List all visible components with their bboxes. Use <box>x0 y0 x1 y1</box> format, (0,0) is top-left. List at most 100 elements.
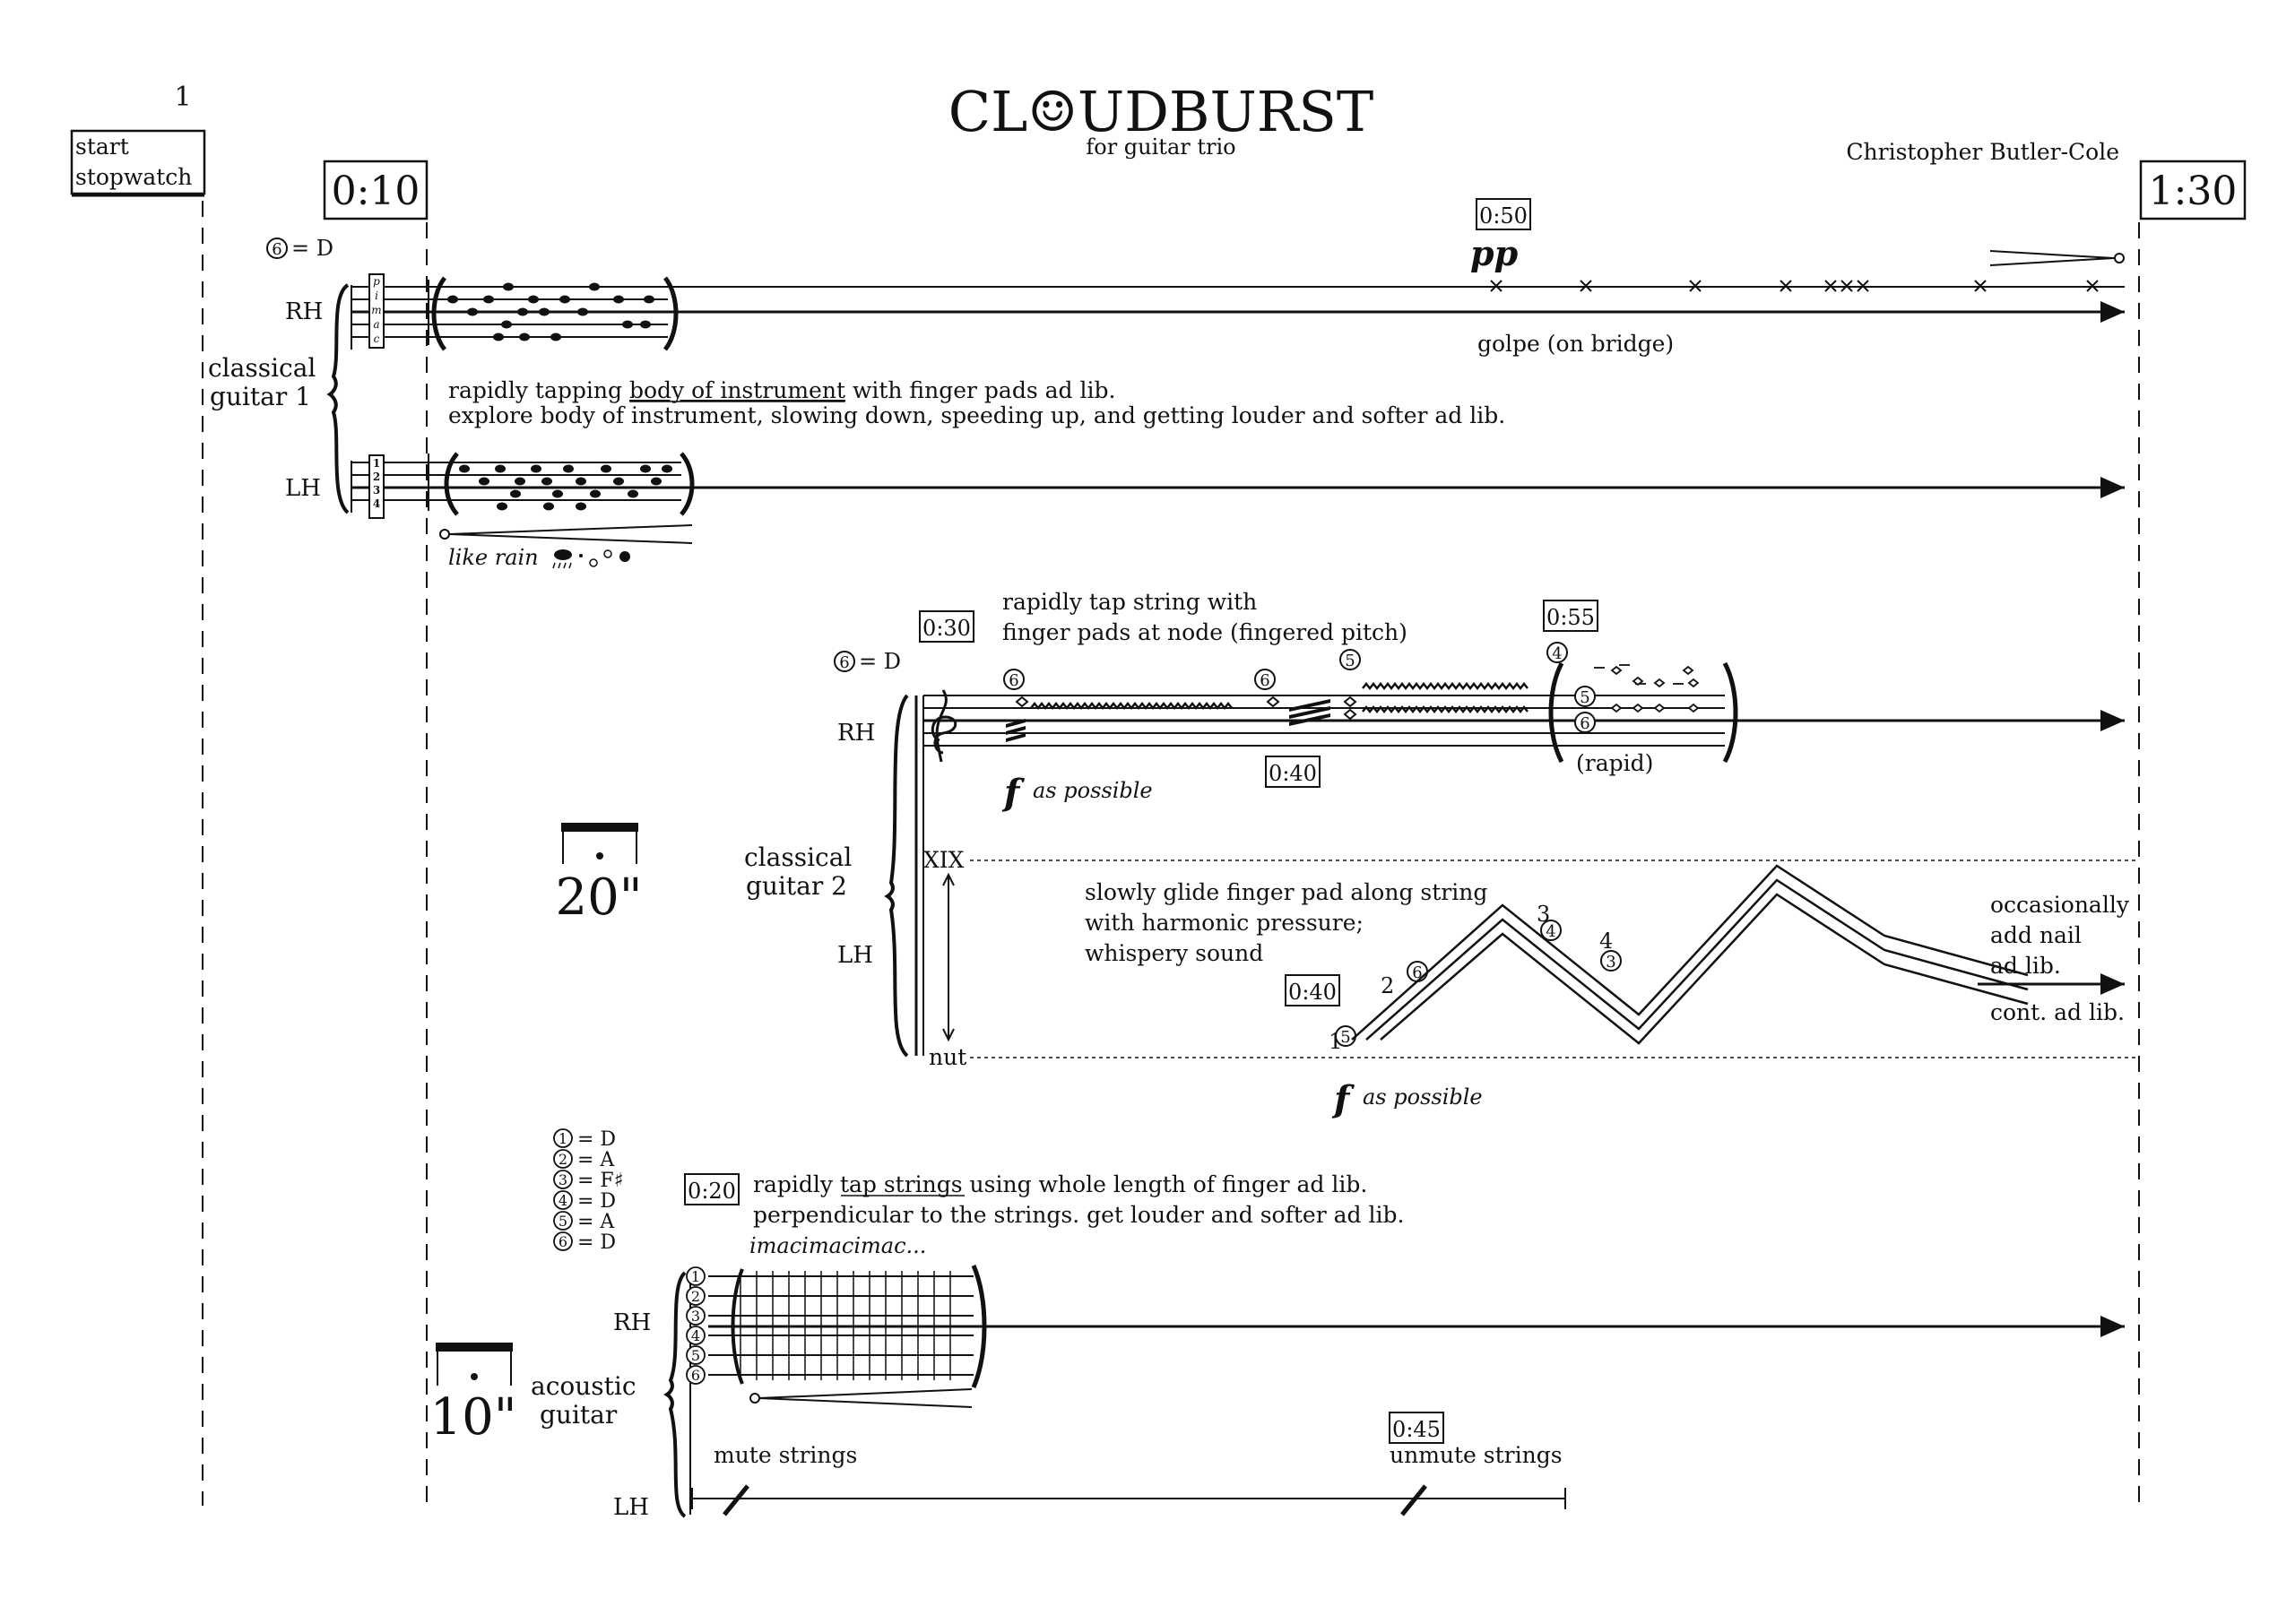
finger-3: 3 <box>1537 902 1550 927</box>
guitar2-name-line1: classical <box>744 842 852 872</box>
finger-4: 4 <box>1599 929 1613 954</box>
string-circle-number: 5 <box>1345 652 1355 670</box>
bracket-open-g2 <box>1548 661 1564 764</box>
guitar1-name-line1: classical <box>208 353 316 383</box>
tuning-note: = F♯ <box>577 1170 623 1192</box>
occasionally-line-2: add nail <box>1990 922 2082 948</box>
guitar1-lh-notes <box>459 464 672 511</box>
time-box-0-50: 0:50 <box>1476 198 1531 230</box>
rh-finger-letter: a <box>373 318 379 331</box>
tuning-note: = D <box>291 236 333 261</box>
time-0-20-text: 0:20 <box>688 1179 736 1204</box>
acoustic-lh-label: LH <box>613 1494 649 1521</box>
acoustic-string-circle <box>686 1306 706 1326</box>
time-end-text: 1:30 <box>2149 168 2238 214</box>
tuning-guitar-1: 6 = D <box>266 236 333 261</box>
crescendo-hairpin-acoustic <box>749 1388 973 1408</box>
rh-finger-letter: m <box>371 304 381 316</box>
acoustic-name-line2: guitar <box>540 1400 618 1430</box>
acoustic-string-number: 5 <box>691 1347 700 1364</box>
time-0-50-text: 0:50 <box>1479 203 1528 229</box>
dynamic-f-as-possible-lh: f as possible <box>1331 1078 1483 1120</box>
trill-lines <box>1030 681 1529 714</box>
tuning-circle <box>553 1149 573 1169</box>
trill-line <box>1362 681 1529 691</box>
occasionally-line-3: ad lib. <box>1990 953 2061 979</box>
tuning-string-number: 3 <box>559 1171 567 1188</box>
tuning-guitar-2: 6 = D <box>834 649 901 674</box>
guitar1-rh-label: RH <box>285 298 323 325</box>
acoustic-instruction-1: rapidly tap strings using whole length o… <box>753 1171 1367 1197</box>
acoustic-string-number: 6 <box>691 1367 700 1384</box>
tuning-note: = D <box>577 1190 616 1213</box>
rain-cloud-icon <box>552 549 630 569</box>
lh-finger-number: 1 <box>373 457 380 470</box>
finger-2: 2 <box>1381 973 1394 998</box>
like-rain-label: like rain <box>448 545 539 570</box>
lh-finger-number: 4 <box>373 497 380 510</box>
trill-line <box>1362 704 1529 714</box>
rh-finger-letter: c <box>374 333 380 345</box>
acoustic-rh-label: RH <box>613 1309 651 1336</box>
rh-finger-box <box>368 273 385 349</box>
composer: Christopher Butler-Cole <box>1846 139 2119 165</box>
guitar2-harmonics <box>1015 695 1357 721</box>
range-double-arrow <box>942 872 955 1042</box>
tuning-circle <box>553 1170 573 1189</box>
unmute-strings-label: unmute strings <box>1390 1442 1563 1468</box>
acoustic-string-circle <box>686 1326 706 1345</box>
time-box-start: 0:10 <box>323 160 429 220</box>
string-circle <box>1339 649 1361 670</box>
acoustic-rh-staff <box>689 1273 2125 1515</box>
string-circle-number: 6 <box>1260 671 1269 690</box>
dynamic-f-as-possible-rh: f as possible <box>1001 772 1153 814</box>
tuning-note: = D <box>859 649 901 674</box>
brace-guitar-2 <box>884 694 909 1058</box>
brace-guitar-1 <box>326 283 350 514</box>
time-0-30-text: 0:30 <box>922 616 971 641</box>
tuning-string-number: 5 <box>559 1213 567 1230</box>
string-circle <box>1574 686 1596 707</box>
time-0-45-text: 0:45 <box>1392 1417 1441 1442</box>
tuning-note: = A <box>577 1149 615 1171</box>
as-possible-label: as possible <box>1033 778 1153 803</box>
glide-zigzag-lines <box>1351 864 2029 1045</box>
fret-grid <box>740 1271 951 1380</box>
page-number: 1 <box>174 82 191 113</box>
guitar1-instruction-2: explore body of instrument, slowing down… <box>448 402 1505 428</box>
bracket-close-g2 <box>1722 661 1738 764</box>
glide-line-2: with harmonic pressure; <box>1085 910 1364 936</box>
tuning-string-number: 6 <box>839 653 849 672</box>
acoustic-string-circle <box>686 1365 706 1385</box>
tuning-circle <box>553 1211 573 1231</box>
lh-finger-box <box>368 454 385 519</box>
time-box-0-45: 0:45 <box>1389 1412 1444 1444</box>
ac-instr1-end: using whole length of finger ad lib. <box>970 1171 1368 1197</box>
bracket-close-lh <box>680 452 695 516</box>
instr1-start: rapidly tapping <box>448 377 629 403</box>
tuning-string-number: 1 <box>559 1130 567 1147</box>
acoustic-string-number: 3 <box>691 1308 700 1325</box>
bracket-open-lh <box>444 452 459 516</box>
imac-label: imacimacimac... <box>749 1233 926 1258</box>
guitar2-lh-label: LH <box>837 942 873 969</box>
glide-line-3: whispery sound <box>1085 940 1263 966</box>
rapid-label: (rapid) <box>1576 750 1653 776</box>
guitar2-instruction-2: finger pads at node (fingered pitch) <box>1002 619 1407 645</box>
acoustic-string-number: 4 <box>691 1327 700 1344</box>
mute-strings-label: mute strings <box>714 1442 857 1468</box>
bracket-close-acoustic <box>971 1265 987 1388</box>
duration-20-text: 20" <box>555 868 642 927</box>
time-box-0-30: 0:30 <box>919 610 974 643</box>
title-text-end: UDBURST <box>1078 79 1373 144</box>
guitar2-name-line2: guitar 2 <box>746 871 847 901</box>
string-circle-number: 6 <box>1009 671 1018 690</box>
lh-finger-number: 3 <box>373 484 380 497</box>
brace-acoustic <box>663 1271 687 1518</box>
cont-ad-lib: cont. ad lib. <box>1990 999 2125 1025</box>
ac-instr1-start: rapidly <box>753 1171 840 1197</box>
acoustic-string-circle <box>686 1345 706 1365</box>
